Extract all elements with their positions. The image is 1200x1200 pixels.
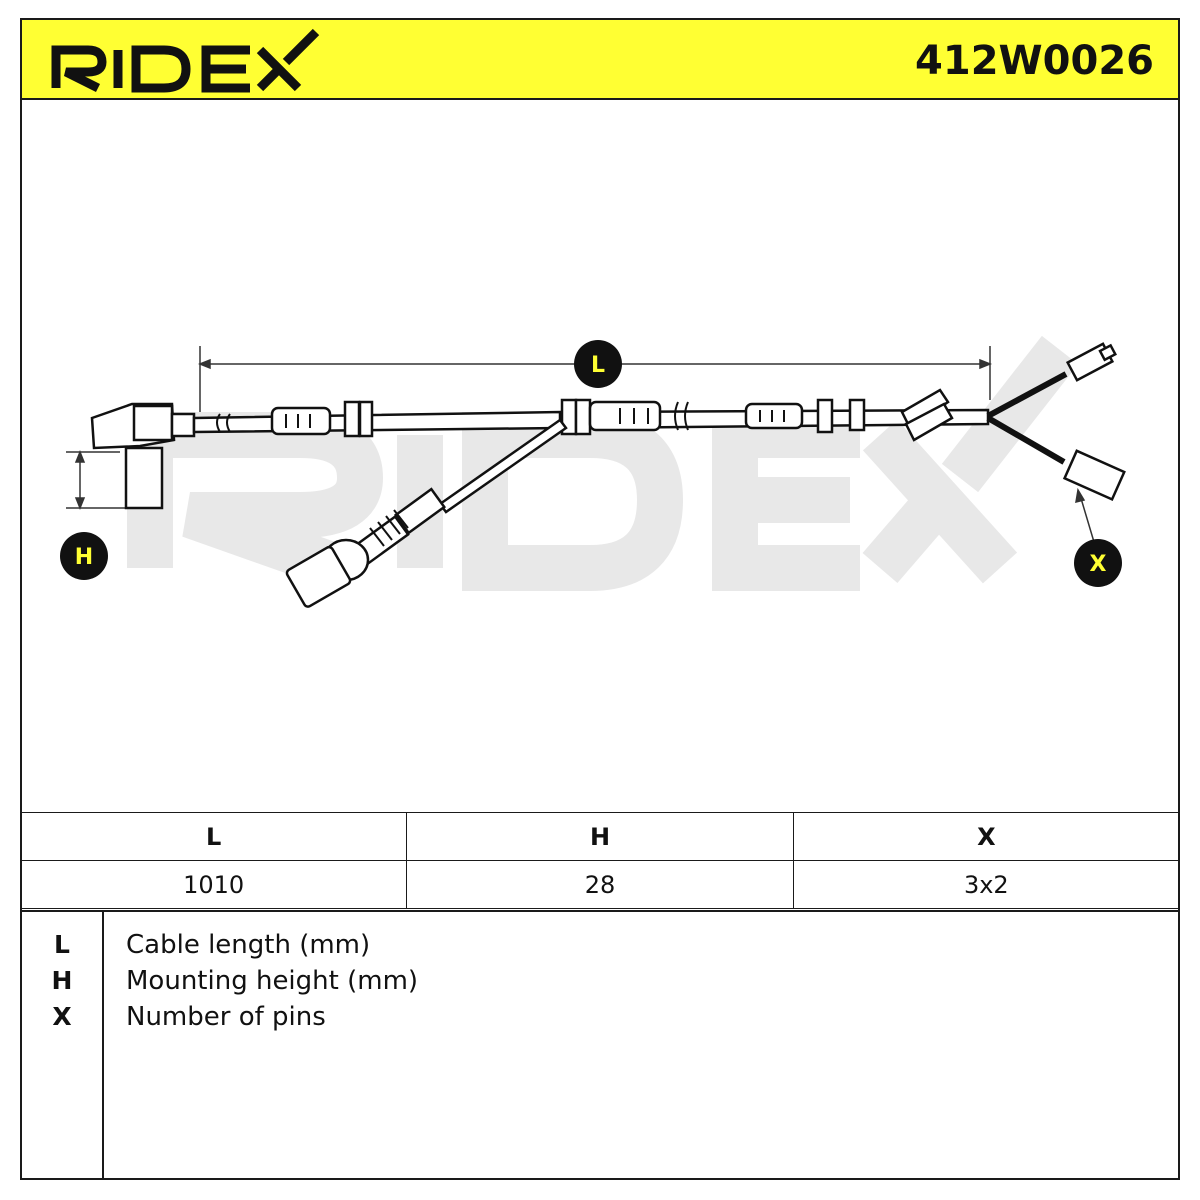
- legend-description: Cable length (mm): [126, 930, 371, 960]
- legend-key: X: [52, 1002, 72, 1031]
- legend-divider: [102, 912, 104, 1178]
- marker-x: X: [1074, 539, 1122, 587]
- marker-l: L: [574, 340, 622, 388]
- header-bar: 412W0026: [20, 18, 1180, 100]
- legend-description: Number of pins: [126, 1002, 326, 1032]
- spec-header-h: H: [406, 812, 794, 861]
- marker-l-label: L: [591, 353, 605, 378]
- legend-item: L Cable length (mm): [22, 930, 1178, 966]
- legend-key: L: [54, 930, 70, 959]
- marker-h: H: [60, 532, 108, 580]
- spec-value-l: 1010: [19, 860, 408, 909]
- spec-header-x: X: [792, 812, 1181, 861]
- spec-header-l: L: [19, 812, 408, 861]
- legend: L Cable length (mm) H Mounting height (m…: [20, 910, 1180, 1180]
- spec-table: L H X 1010 28 3x2: [19, 812, 1181, 909]
- marker-x-label: X: [1090, 552, 1107, 577]
- legend-item: X Number of pins: [22, 1002, 1178, 1038]
- legend-description: Mounting height (mm): [126, 966, 419, 996]
- sensor-drawing: L H X: [22, 100, 1178, 812]
- part-number: 412W0026: [915, 38, 1154, 84]
- ridex-logo: [46, 26, 326, 100]
- spec-value-h: 28: [406, 860, 794, 909]
- spec-table-header-row: L H X: [19, 812, 1181, 861]
- marker-h-label: H: [75, 545, 93, 570]
- legend-key: H: [51, 966, 73, 995]
- spec-value-x: 3x2: [792, 860, 1181, 909]
- ridex-watermark: [127, 335, 1079, 591]
- legend-item: H Mounting height (mm): [22, 966, 1178, 1002]
- spec-table-value-row: 1010 28 3x2: [19, 860, 1181, 909]
